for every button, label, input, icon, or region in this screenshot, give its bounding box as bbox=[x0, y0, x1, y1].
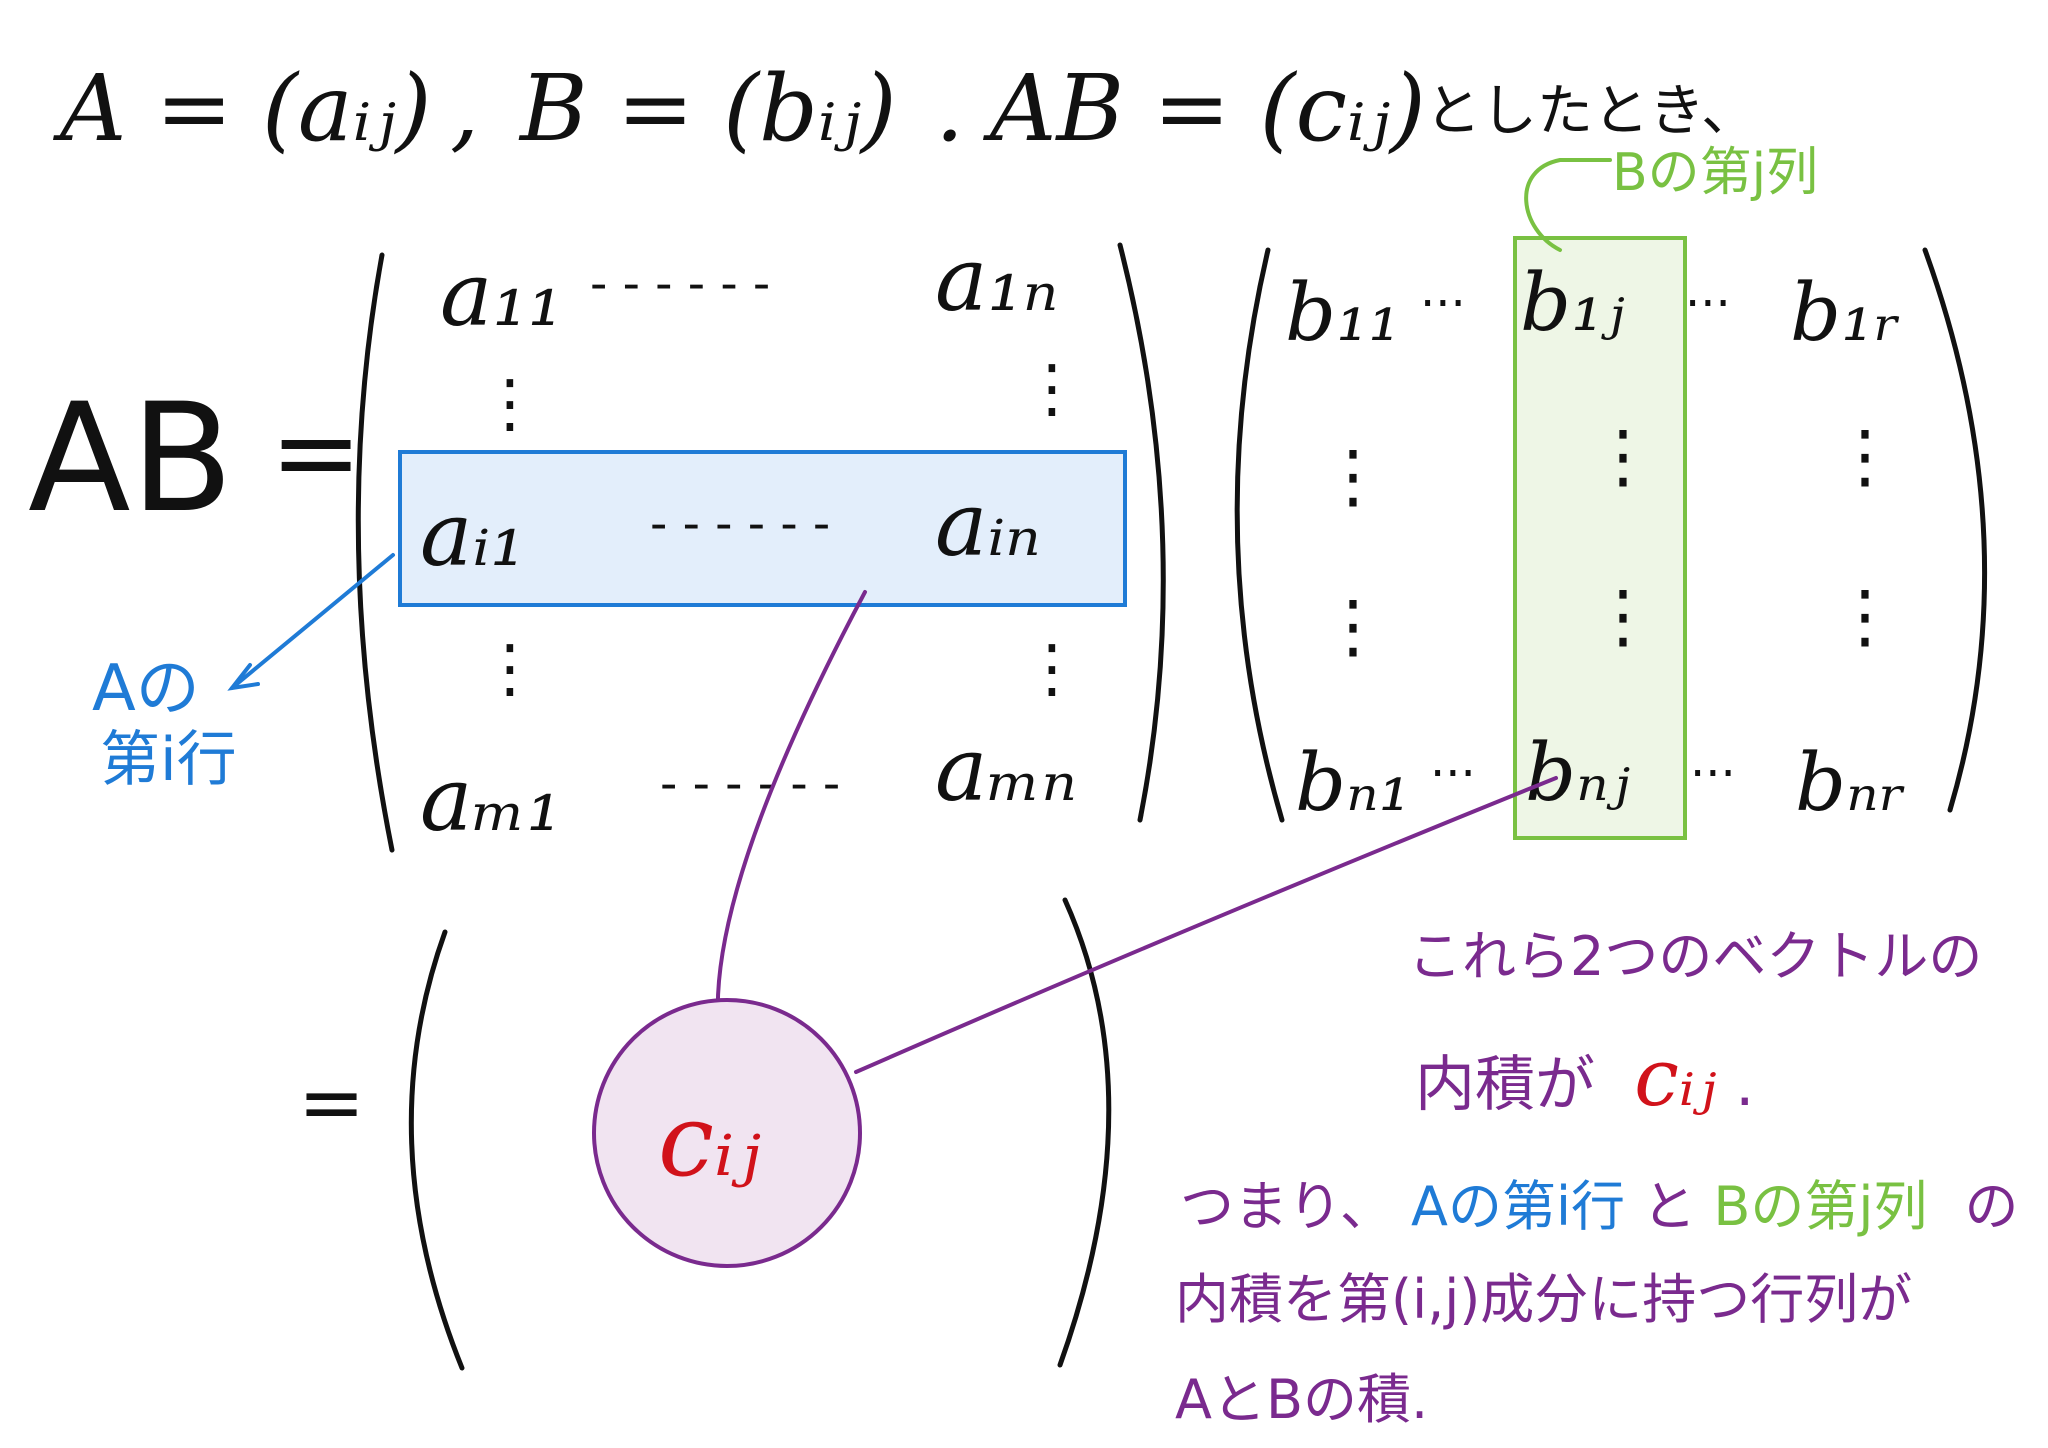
matrix-b-right-bracket bbox=[1922, 247, 1988, 813]
b-col1-vdots-lower: ⋮ bbox=[1318, 585, 1388, 667]
header-suffix: としたとき、 bbox=[1425, 79, 1757, 144]
header-a-definition: A = (aᵢⱼ) bbox=[52, 55, 431, 162]
lhs-equals-1: = bbox=[270, 388, 362, 516]
matrix-a: a₁₁ - - - - - - a₁ₙ ⋮ ⋮ aᵢ₁ - - - - - - … bbox=[355, 228, 1166, 853]
b-colr-vdots-lower: ⋮ bbox=[1830, 575, 1900, 657]
a-top-dots: - - - - - - bbox=[590, 256, 770, 312]
header-b-definition: B = (bᵢⱼ) bbox=[518, 55, 897, 162]
b-column-label-hook bbox=[1524, 158, 1612, 252]
result-cij: cᵢⱼ bbox=[658, 1082, 761, 1199]
a-element-i1: aᵢ₁ bbox=[420, 483, 525, 586]
b-element-11: b₁₁ bbox=[1285, 266, 1400, 359]
lhs-equals-2: = bbox=[298, 1056, 365, 1149]
note-line1: これら2つのベクトルの bbox=[1408, 925, 1982, 988]
b-colj-vdots-lower: ⋮ bbox=[1588, 575, 1658, 657]
matrix-b-left-bracket bbox=[1234, 247, 1285, 823]
connector-a-row-to-cij bbox=[715, 590, 867, 1020]
summary-line1-b-col: Bの第j列 bbox=[1713, 1175, 1927, 1238]
a-right-vdots-upper: ⋮ bbox=[1020, 352, 1084, 426]
a-left-vdots-lower: ⋮ bbox=[478, 632, 542, 706]
matrix-b: b₁₁ ··· b₁ⱼ ··· b₁ᵣ ⋮ ⋮ ⋮ ⋮ ⋮ ⋮ bₙ₁ ··· … bbox=[1234, 236, 1988, 840]
summary-line1-to: と bbox=[1642, 1175, 1696, 1238]
connector-b-col-to-cij bbox=[854, 776, 1558, 1074]
result-left-bracket bbox=[408, 929, 465, 1371]
lhs-ab-label: AB bbox=[28, 372, 234, 546]
header-separator-2: . bbox=[935, 55, 964, 162]
note-line2-term: cᵢⱼ bbox=[1634, 1031, 1716, 1124]
b-column-label: Bの第j列 bbox=[1612, 143, 1818, 203]
b-element-nr: bₙᵣ bbox=[1795, 736, 1906, 829]
b-col1-vdots-upper: ⋮ bbox=[1318, 435, 1388, 517]
header-separator-1: , bbox=[450, 55, 479, 162]
summary-line1-a-row: Aの第i行 bbox=[1411, 1175, 1625, 1238]
b-element-1j: b₁ⱼ bbox=[1520, 256, 1624, 349]
a-element-m1: aₘ₁ bbox=[420, 748, 562, 851]
matrix-a-left-bracket bbox=[355, 252, 395, 853]
result-right-bracket bbox=[1057, 897, 1112, 1368]
b-element-1r: b₁ᵣ bbox=[1790, 266, 1901, 359]
b-bottom-dots-right: ··· bbox=[1690, 746, 1736, 802]
b-element-n1: bₙ₁ bbox=[1295, 736, 1411, 829]
a-left-vdots-upper: ⋮ bbox=[478, 367, 542, 441]
summary-line1-suffix: の bbox=[1965, 1175, 2019, 1238]
b-column-j-highlight bbox=[1513, 236, 1687, 840]
a-element-11: a₁₁ bbox=[440, 243, 563, 346]
a-row-label-line1: Aの bbox=[92, 652, 200, 726]
a-bottom-dots: - - - - - - bbox=[660, 756, 840, 812]
summary-line3: AとBの積. bbox=[1175, 1368, 1428, 1431]
summary-line1: つまり、 Aの第i行 と Bの第j列 の bbox=[1180, 1175, 2019, 1238]
a-element-mn: aₘₙ bbox=[935, 718, 1077, 821]
a-row-pointer bbox=[230, 553, 395, 690]
a-row-pointer-arrowhead bbox=[227, 663, 260, 691]
a-element-in: aᵢₙ bbox=[935, 473, 1041, 576]
result-cij-circle bbox=[592, 998, 862, 1268]
header-ab-definition: AB = (cᵢⱼ) bbox=[982, 55, 1426, 162]
summary-line1-prefix: つまり、 bbox=[1180, 1175, 1394, 1238]
matrix-a-right-bracket bbox=[1117, 242, 1166, 823]
note-line2-suffix: . bbox=[1735, 1050, 1754, 1120]
note-line2: 内積が cᵢⱼ . bbox=[1415, 1031, 1754, 1124]
a-mid-dots: - - - - - - bbox=[650, 496, 830, 552]
a-row-label-line2: 第i行 bbox=[100, 725, 237, 795]
a-right-vdots-lower: ⋮ bbox=[1020, 632, 1084, 706]
a-row-i-highlight bbox=[398, 450, 1127, 607]
b-top-dots-right: ··· bbox=[1685, 276, 1731, 332]
note-line2-prefix: 内積が bbox=[1415, 1050, 1595, 1120]
b-colj-vdots-upper: ⋮ bbox=[1588, 415, 1658, 497]
b-colr-vdots-upper: ⋮ bbox=[1830, 415, 1900, 497]
b-top-dots-left: ··· bbox=[1420, 276, 1466, 332]
b-element-nj: bₙⱼ bbox=[1525, 726, 1630, 819]
a-element-1n: a₁ₙ bbox=[935, 228, 1058, 331]
b-bottom-dots-left: ··· bbox=[1430, 746, 1476, 802]
summary-line2: 内積を第(i,j)成分に持つ行列が bbox=[1175, 1268, 1912, 1331]
